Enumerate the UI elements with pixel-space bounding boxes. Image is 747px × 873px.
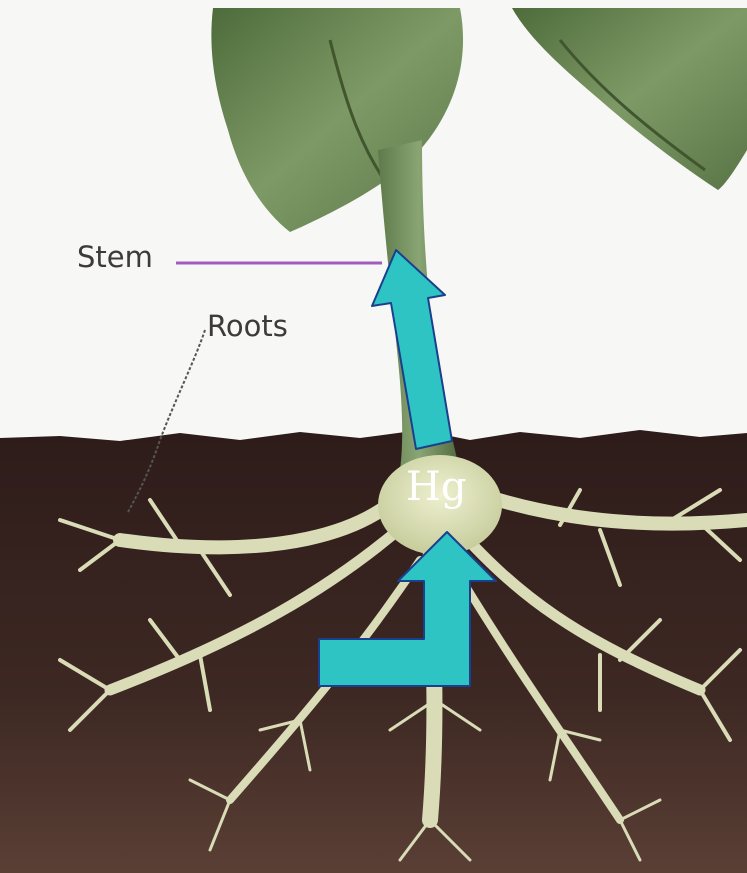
element-label: Hg [406, 464, 467, 510]
right-leaf [512, 8, 747, 190]
left-leaf [211, 8, 463, 232]
roots-label: Roots [207, 309, 288, 343]
arrow-up-icon [372, 250, 452, 449]
stem-label: Stem [77, 240, 153, 274]
leaves [211, 8, 747, 232]
